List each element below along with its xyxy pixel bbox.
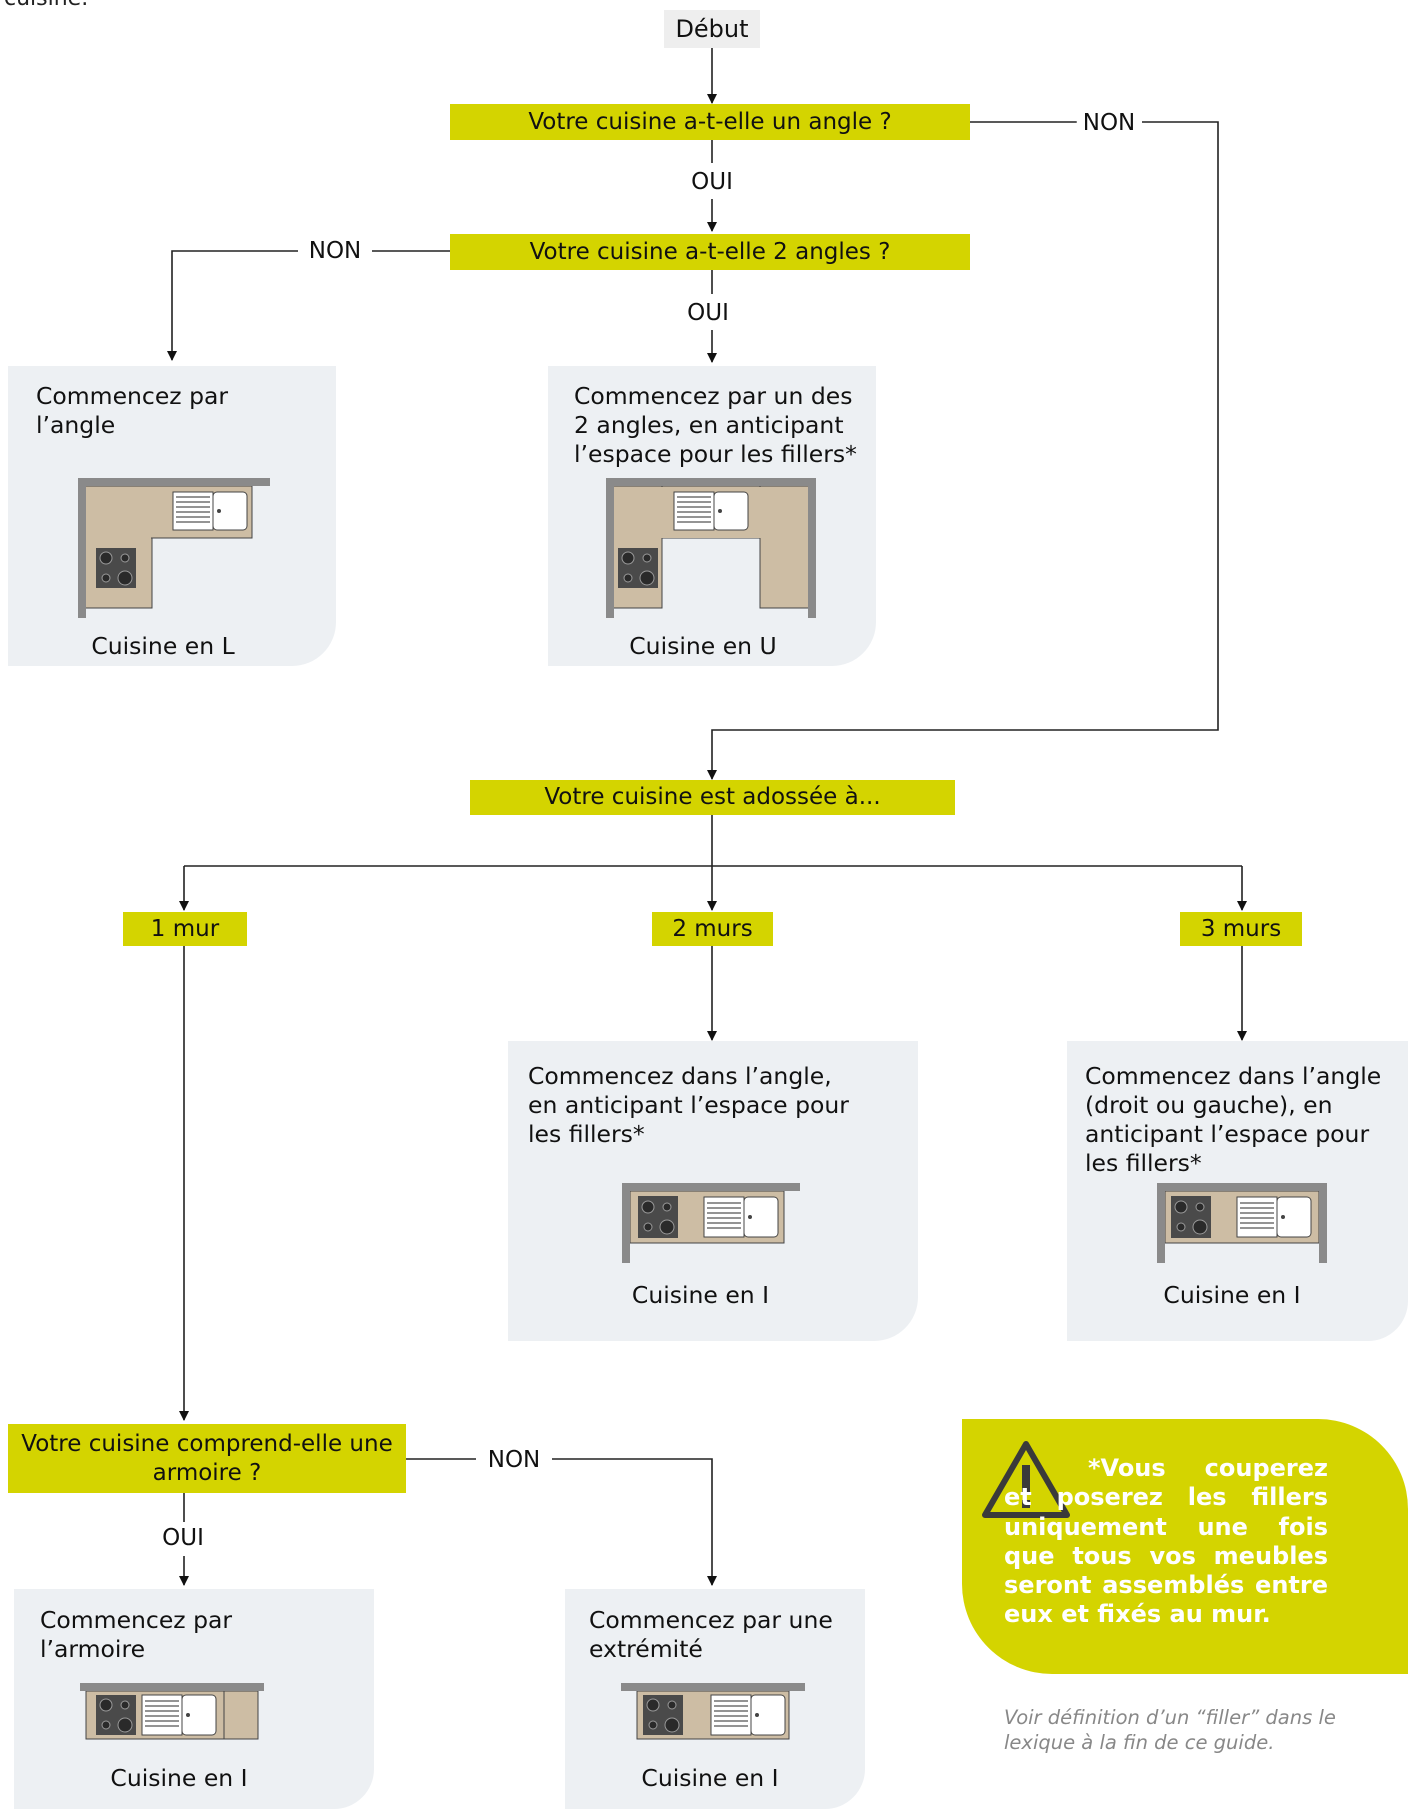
arrow-non-to-adossee: [707, 121, 1219, 780]
result-caption: Cuisine en I: [631, 1281, 770, 1309]
answer-armoire-no: NON: [481, 1447, 547, 1473]
option-two-walls: 2 murs: [652, 912, 773, 946]
result-text: Commencez par l’angle: [36, 382, 229, 440]
result-text: Commencez par l’armoire: [40, 1606, 233, 1664]
option-three-walls: 3 murs: [1180, 912, 1302, 946]
answer-angle-yes: OUI: [685, 169, 739, 195]
kitchen-l-shape-icon: [78, 478, 270, 618]
question-armoire: Votre cuisine comprend-elle une armoire …: [8, 1424, 406, 1493]
kitchen-i-shape-icon: [80, 1683, 264, 1740]
question-angle: Votre cuisine a-t-elle un angle ?: [450, 104, 970, 140]
result-text: Commencez dans l’angle (droit ou gauche)…: [1085, 1062, 1382, 1178]
result-card-u-shape: Commencez par un des 2 angles, en antici…: [548, 366, 876, 666]
kitchen-u-shape-icon: [606, 478, 816, 618]
result-caption: Cuisine en L: [91, 632, 235, 660]
result-card-three-walls: Commencez dans l’angle (droit ou gauche)…: [1067, 1041, 1408, 1341]
result-text: Commencez dans l’angle, en anticipant l’…: [528, 1062, 849, 1149]
option-one-wall: 1 mur: [123, 912, 247, 946]
result-text: Commencez par un des 2 angles, en antici…: [574, 382, 857, 469]
result-card-l-shape: Commencez par l’angle Cuisine en L: [8, 366, 336, 666]
result-caption: Cuisine en I: [110, 1764, 248, 1792]
answer-angle-no: NON: [1076, 110, 1142, 136]
kitchen-i-shape-icon: [1157, 1183, 1327, 1263]
arrow-non-to-l-shape: [167, 250, 298, 361]
warning-note: *Vous couperez et poserez les fillers un…: [962, 1419, 1408, 1674]
answer-armoire-yes: OUI: [156, 1525, 210, 1551]
arrow-non-to-extremite: [552, 1458, 717, 1586]
question-adossee: Votre cuisine est adossée à...: [470, 780, 955, 815]
header-fragment: cuisine.: [4, 0, 88, 11]
result-card-two-walls: Commencez dans l’angle, en anticipant l’…: [508, 1041, 918, 1341]
result-caption: Cuisine en I: [1163, 1281, 1301, 1309]
result-card-extremite: Commencez par une extrémité Cuisine en I: [565, 1589, 865, 1809]
warning-note-text: *Vous couperez et poserez les fillers un…: [1004, 1454, 1328, 1629]
result-caption: Cuisine en I: [641, 1764, 779, 1792]
warning-icon: [982, 1441, 1070, 1518]
filler-definition-reference: Voir définition d’un “filler” dans le le…: [1004, 1706, 1336, 1755]
kitchen-i-shape-icon: [622, 1183, 800, 1263]
question-two-angles: Votre cuisine a-t-elle 2 angles ?: [450, 234, 970, 270]
answer-two-angles-no: NON: [302, 238, 368, 264]
kitchen-i-shape-icon: [621, 1683, 805, 1740]
result-card-armoire: Commencez par l’armoire Cuisine en I: [14, 1589, 374, 1809]
result-caption: Cuisine en U: [629, 632, 777, 660]
result-text: Commencez par une extrémité: [589, 1606, 833, 1664]
start-box: Début: [664, 10, 760, 48]
answer-two-angles-yes: OUI: [681, 300, 735, 326]
